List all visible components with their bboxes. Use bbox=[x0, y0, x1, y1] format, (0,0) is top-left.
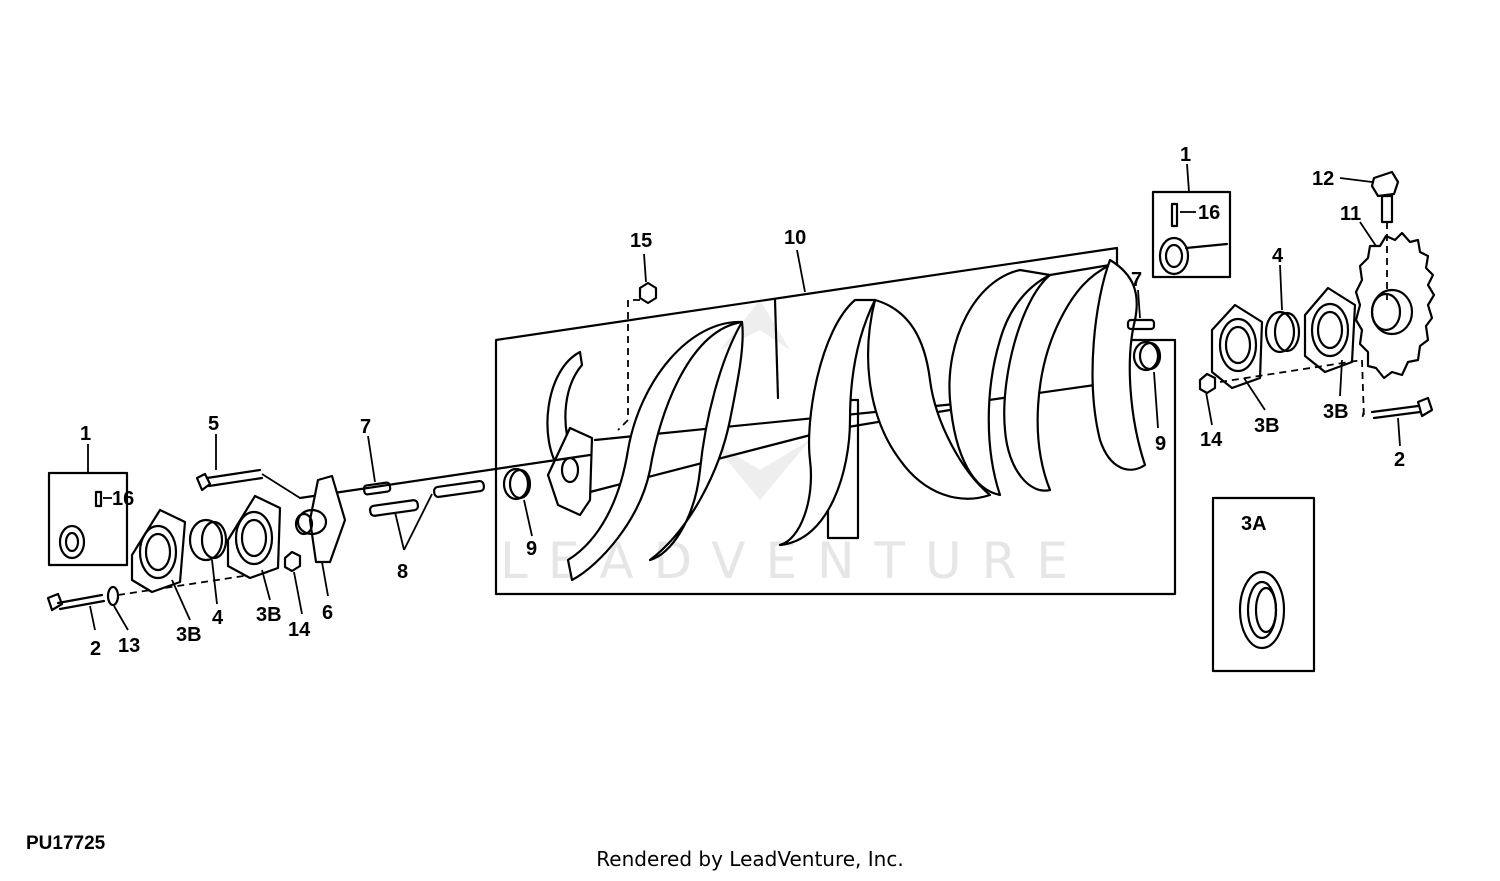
callout-7-right: 7 bbox=[1131, 269, 1142, 291]
callout-3b-a: 3B bbox=[176, 624, 202, 646]
callout-16-right: 16 bbox=[1198, 202, 1220, 224]
callout-10: 10 bbox=[784, 227, 806, 249]
bearing-left bbox=[188, 518, 228, 562]
callout-9-right: 9 bbox=[1155, 433, 1166, 455]
key-right bbox=[1126, 318, 1156, 331]
callout-16-left: 16 bbox=[112, 488, 134, 510]
callout-5: 5 bbox=[208, 413, 219, 435]
bolt-12 bbox=[1370, 170, 1400, 300]
callout-3b-b: 3B bbox=[256, 604, 282, 626]
bearing-right bbox=[1264, 310, 1301, 354]
callout-1-right: 1 bbox=[1180, 144, 1191, 166]
spacer-9-right bbox=[1132, 340, 1162, 372]
flange-3b-right-c bbox=[1210, 303, 1264, 390]
auger-flights bbox=[546, 258, 1147, 582]
callouts: 1 16 5 7 8 2 13 3B 4 3B 14 6 15 9 10 7 9… bbox=[80, 144, 1405, 660]
callout-4-left: 4 bbox=[212, 607, 224, 629]
bolt-5 bbox=[195, 468, 301, 499]
flange-3b-left-a bbox=[130, 508, 187, 594]
sprocket-11 bbox=[1354, 231, 1436, 380]
callout-15: 15 bbox=[630, 230, 652, 252]
callout-8: 8 bbox=[397, 561, 408, 583]
nut-left bbox=[283, 550, 302, 573]
callout-3b-d: 3B bbox=[1323, 401, 1349, 423]
figure-id: PU17725 bbox=[26, 833, 106, 854]
callout-4-right: 4 bbox=[1272, 245, 1284, 267]
callout-3a: 3A bbox=[1241, 513, 1267, 535]
callout-2-left: 2 bbox=[90, 638, 101, 660]
nut-right bbox=[1198, 372, 1217, 395]
flange-3b-right-d bbox=[1303, 286, 1357, 374]
bolt-right bbox=[1361, 359, 1434, 421]
callout-6: 6 bbox=[322, 602, 333, 624]
shaft-axis-left bbox=[298, 453, 592, 500]
callout-14-right: 14 bbox=[1200, 429, 1223, 451]
bearing-kit-left bbox=[47, 471, 129, 567]
callout-3b-c: 3B bbox=[1254, 415, 1280, 437]
flange-3a-box bbox=[1211, 496, 1316, 673]
bolt-left bbox=[46, 571, 271, 612]
flange-3b-left-b bbox=[226, 494, 282, 580]
callout-13: 13 bbox=[118, 635, 140, 657]
plate-6 bbox=[294, 474, 347, 564]
callout-12: 12 bbox=[1312, 168, 1334, 190]
credit-text: Rendered by LeadVenture, Inc. bbox=[596, 847, 903, 871]
callout-14-left: 14 bbox=[288, 619, 311, 641]
bearing-kit-right bbox=[1151, 190, 1232, 279]
spacer-9-left bbox=[502, 467, 532, 501]
callout-11: 11 bbox=[1340, 203, 1361, 225]
nut-15 bbox=[617, 281, 658, 431]
leader-lines bbox=[87, 163, 1401, 631]
callout-9-left: 9 bbox=[526, 538, 537, 560]
callout-1-left: 1 bbox=[80, 423, 91, 445]
callout-7-left: 7 bbox=[360, 416, 371, 438]
callout-2-right: 2 bbox=[1394, 449, 1405, 471]
